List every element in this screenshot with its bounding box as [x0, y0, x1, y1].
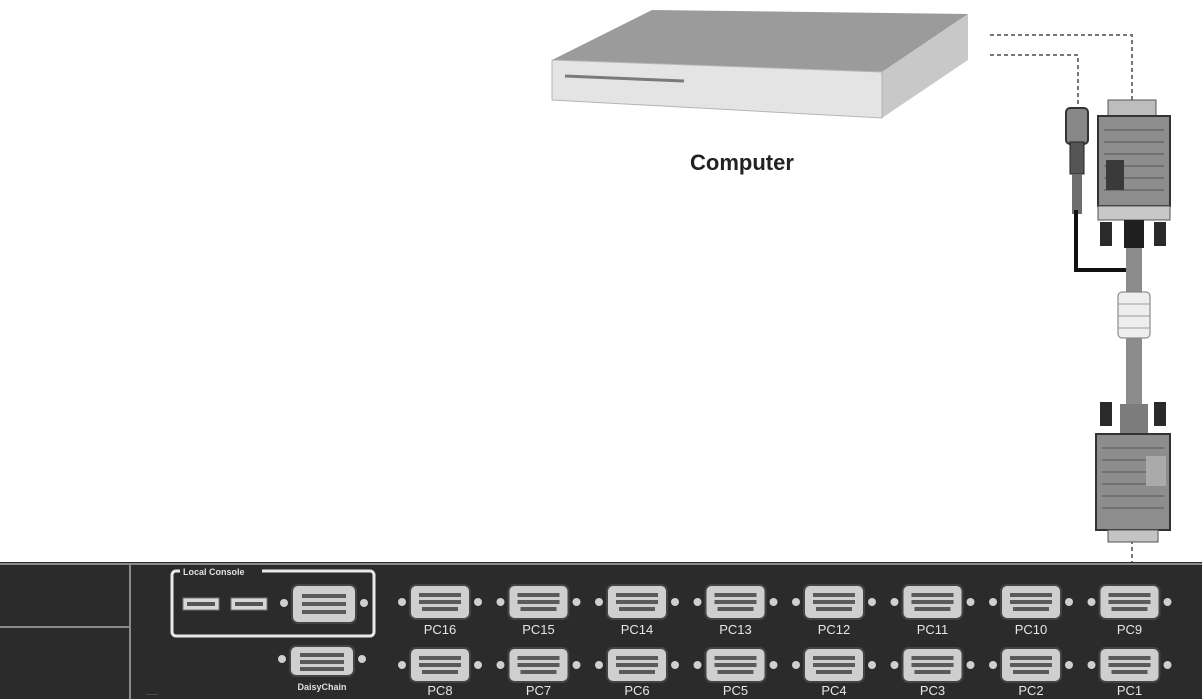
pc-port-label: PC5: [723, 683, 748, 698]
computer-drive-slot: [564, 74, 685, 83]
pc-port-label: PC9: [1117, 622, 1142, 637]
pc-port-pc5[interactable]: PC5: [693, 647, 778, 698]
local-console-frame: [170, 569, 376, 638]
local-console-label: Local Console: [183, 567, 245, 577]
computer-label: Computer: [690, 150, 794, 175]
pc-port-label: PC1: [1117, 683, 1142, 698]
pc-port-label: PC14: [621, 622, 654, 637]
pc-port-pc7[interactable]: PC7: [496, 647, 581, 698]
pc-port-label: PC7: [526, 683, 551, 698]
pc-port-pc16[interactable]: PC16: [398, 584, 482, 637]
pc-port-pc4[interactable]: PC4: [792, 647, 876, 698]
pc-port-pc10[interactable]: PC10: [989, 584, 1073, 637]
pc-port-pc14[interactable]: PC14: [595, 584, 679, 637]
pc-port-pc2[interactable]: PC2: [989, 647, 1073, 698]
pc-port-label: PC15: [522, 622, 555, 637]
computer-right-face: [882, 14, 968, 118]
small-panel-mark: ——: [146, 692, 158, 698]
pc-port-label: PC3: [920, 683, 945, 698]
pc-port-label: PC16: [424, 622, 457, 637]
pc-port-pc15[interactable]: PC15: [496, 584, 581, 637]
pc-port-label: PC11: [917, 622, 949, 637]
ferrite-bead: [1117, 291, 1151, 339]
pc-port-label: PC4: [821, 683, 846, 698]
pc-port-pc6[interactable]: PC6: [595, 647, 679, 698]
pc-port-pc11[interactable]: PC11: [890, 584, 975, 637]
pc-port-pc12[interactable]: PC12: [792, 584, 876, 637]
pc-port-label: PC13: [719, 622, 752, 637]
vga-usb-cable: [1065, 99, 1171, 543]
pc-port-label: PC10: [1015, 622, 1048, 637]
daisychain-label: DaisyChain: [297, 682, 346, 692]
computer-top-face: [552, 10, 968, 72]
pc-port-pc1[interactable]: PC1: [1087, 647, 1172, 698]
usb-plug-icon: [1065, 107, 1089, 145]
pc-port-label: PC12: [818, 622, 851, 637]
pc-port-pc13[interactable]: PC13: [693, 584, 778, 637]
pc-port-pc9[interactable]: PC9: [1087, 584, 1172, 637]
computer-front-face: [551, 59, 883, 119]
pc-port-label: PC6: [624, 683, 649, 698]
pc-port-pc8[interactable]: PC8: [398, 647, 482, 698]
computer-illustration: [551, 10, 968, 119]
pc-port-pc3[interactable]: PC3: [890, 647, 975, 698]
pc-port-label: PC8: [427, 683, 452, 698]
pc-port-label: PC2: [1018, 683, 1043, 698]
